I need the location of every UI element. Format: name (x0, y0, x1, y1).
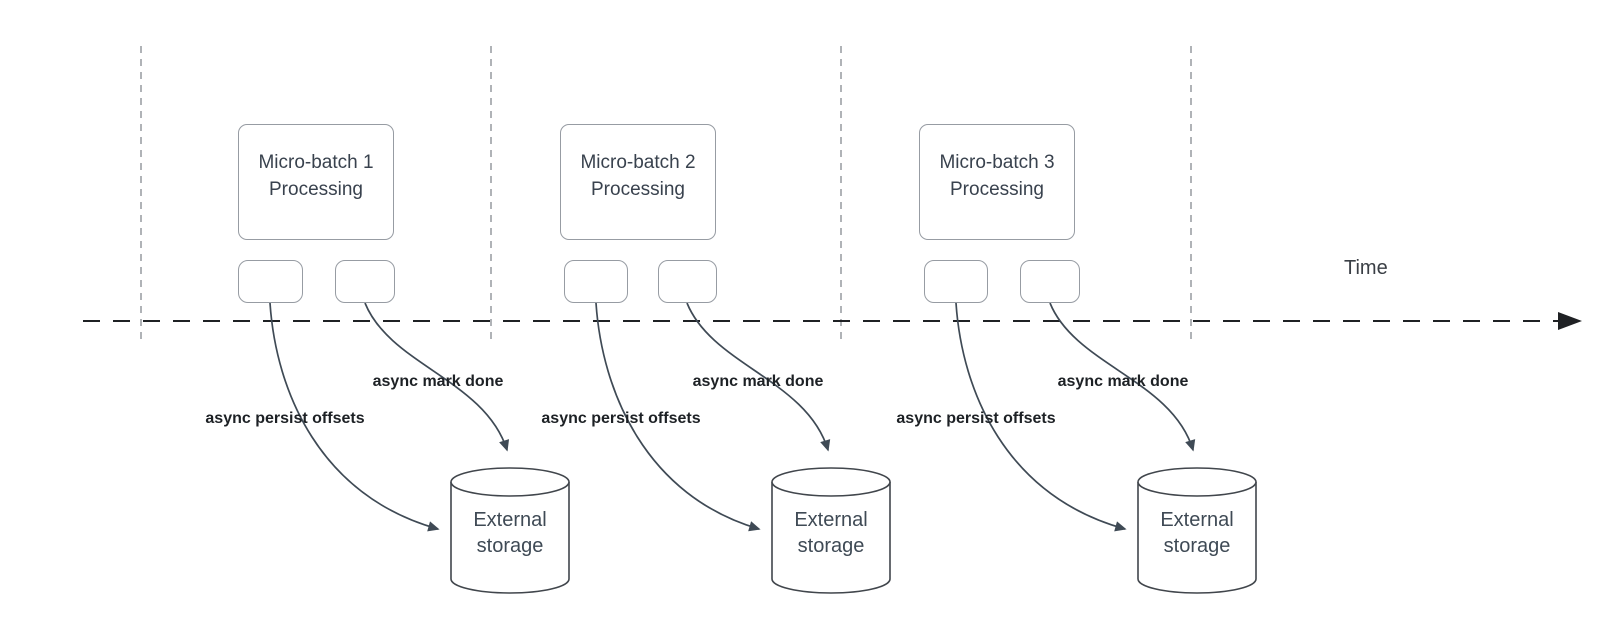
persist-offsets-label-1: async persist offsets (205, 410, 365, 427)
micro-batch-3-title: Micro-batch 3 (939, 152, 1055, 173)
micro-batch-1-processing-box: Micro-batch 1 Processing (238, 124, 394, 240)
micro-batch-3-subtitle: Processing (950, 179, 1044, 200)
storage-line2: storage (476, 535, 544, 557)
persist-offsets-label-3: async persist offsets (896, 410, 1056, 427)
mark-done-arrow-3 (1049, 302, 1196, 452)
external-storage-label-3: External storage (1138, 507, 1256, 559)
mark-done-task-box-1 (335, 260, 395, 303)
time-axis-label: Time (1344, 257, 1388, 279)
cylinder-body (450, 482, 570, 594)
mark-done-task-box-2 (658, 260, 717, 303)
storage-line2: storage (797, 535, 865, 557)
persist-offsets-task-box-1 (238, 260, 303, 303)
mark-done-label-1: async mark done (372, 373, 504, 390)
storage-line1: External (1160, 509, 1234, 531)
cylinder-body (1137, 482, 1257, 594)
storage-line1: External (794, 509, 868, 531)
persist-offsets-arrow-2 (595, 302, 761, 532)
cylinder-body (771, 482, 891, 594)
persist-offsets-task-box-2 (564, 260, 628, 303)
micro-batch-1-subtitle: Processing (269, 179, 363, 200)
persist-offsets-arrow-3 (955, 302, 1127, 532)
mark-done-label-3: async mark done (1057, 373, 1189, 390)
time-axis-arrowhead-icon (1558, 312, 1582, 330)
micro-batch-2-subtitle: Processing (591, 179, 685, 200)
storage-cylinder-3 (1137, 467, 1257, 594)
storage-line1: External (473, 509, 547, 531)
mark-done-arrow-2 (686, 302, 831, 452)
micro-batch-3-processing-box: Micro-batch 3 Processing (919, 124, 1075, 240)
persist-offsets-arrow-1 (269, 302, 440, 532)
storage-line2: storage (1163, 535, 1231, 557)
cylinder-top (1137, 467, 1257, 497)
micro-batch-1-title: Micro-batch 1 (258, 152, 374, 173)
mark-done-label-2: async mark done (692, 373, 824, 390)
mark-done-task-box-3 (1020, 260, 1080, 303)
external-storage-label-1: External storage (451, 507, 569, 559)
cylinder-top (771, 467, 891, 497)
mark-done-arrow-1 (364, 302, 510, 452)
external-storage-label-2: External storage (772, 507, 890, 559)
cylinder-top (450, 467, 570, 497)
micro-batch-2-title: Micro-batch 2 (580, 152, 696, 173)
persist-offsets-label-2: async persist offsets (541, 410, 701, 427)
storage-cylinder-1 (450, 467, 570, 594)
storage-cylinder-2 (771, 467, 891, 594)
micro-batch-2-processing-box: Micro-batch 2 Processing (560, 124, 716, 240)
persist-offsets-task-box-3 (924, 260, 988, 303)
